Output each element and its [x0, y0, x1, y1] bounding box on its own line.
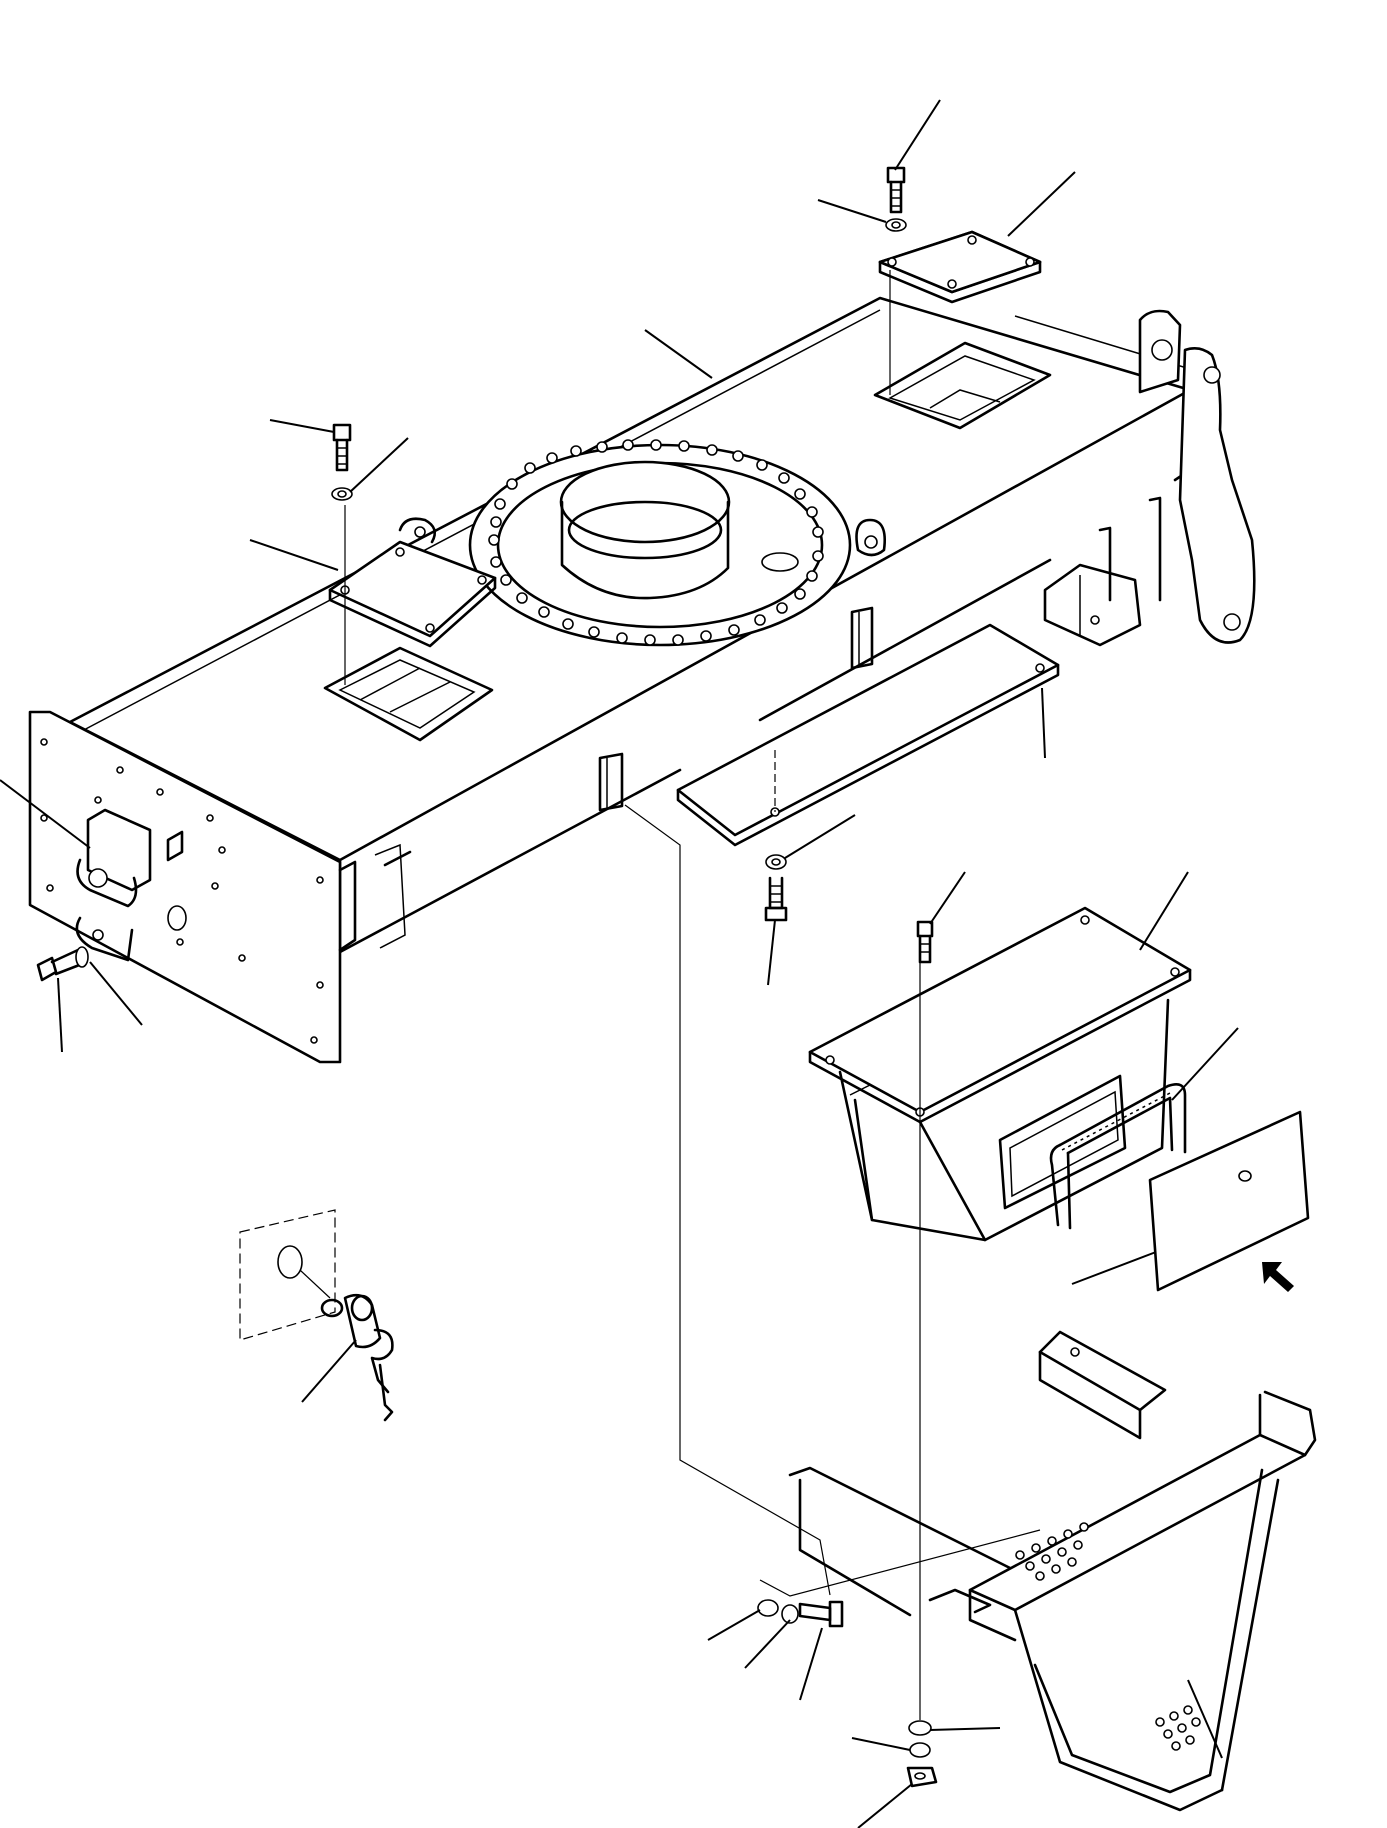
- step-washer: [908, 1720, 932, 1758]
- tool-box-lid: [1148, 1110, 1310, 1292]
- rear-inspection-cover: [873, 230, 1052, 430]
- cover-bolt: [886, 166, 906, 214]
- coupling-washer: [75, 946, 89, 968]
- step-bolt: [798, 1600, 844, 1628]
- rear-end-plate: [28, 710, 412, 1064]
- tool-box-seal: [1049, 1083, 1187, 1230]
- leader-lines: [0, 99, 1239, 1828]
- assembly-center-lines: [624, 804, 1041, 1720]
- lock-with-keys: [239, 1209, 394, 1422]
- view-direction-arrow-icon: [1262, 1262, 1294, 1292]
- tool-box: [808, 906, 1192, 1242]
- cover-bolt: [332, 423, 352, 472]
- step-nut: [906, 1766, 938, 1788]
- rear-tow-coupling: [75, 808, 152, 962]
- cover-washer: [885, 218, 907, 232]
- front-lug-assembly: [1043, 309, 1256, 647]
- step-bracket: [788, 1330, 1317, 1812]
- step-washer: [757, 1599, 799, 1624]
- under-plate-bolt: [764, 876, 788, 922]
- under-plate: [676, 623, 1060, 847]
- front-inspection-cover: [323, 505, 497, 742]
- under-plate-washer: [765, 854, 787, 870]
- slewing-ring-flange: [468, 439, 852, 647]
- cover-washer: [331, 487, 353, 501]
